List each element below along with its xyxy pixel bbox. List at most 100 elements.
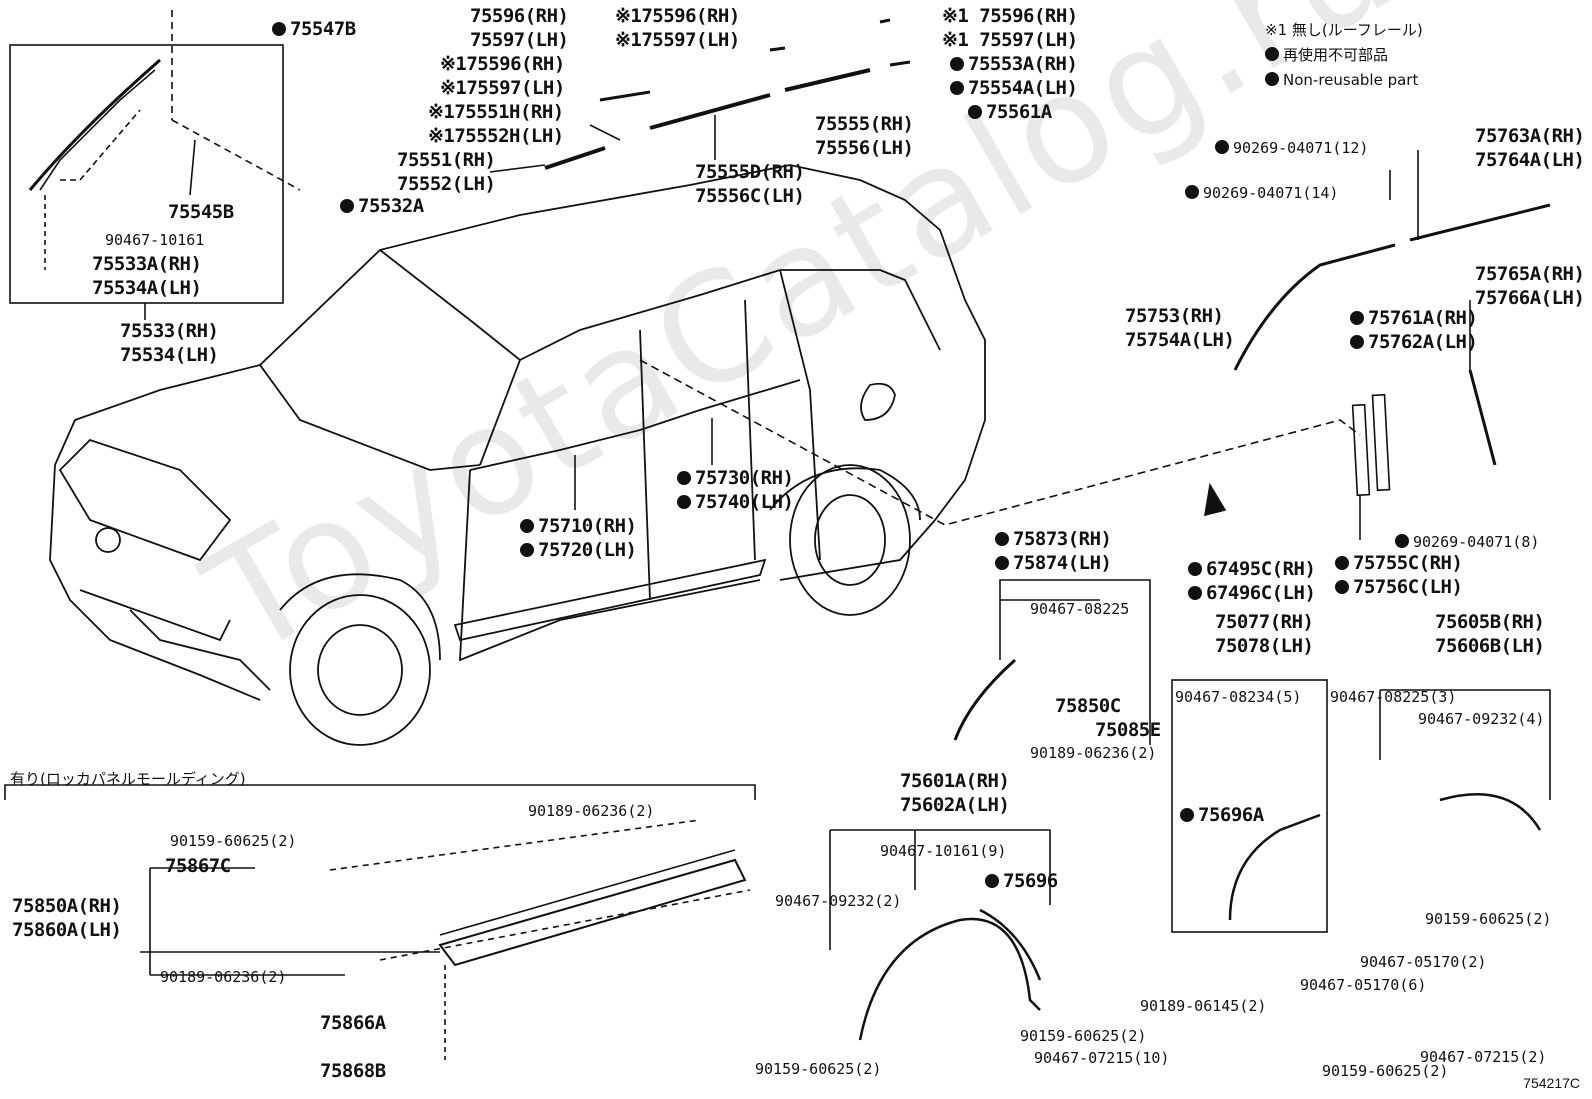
part-label[interactable]: 75710(RH) bbox=[520, 515, 637, 537]
part-label[interactable]: ※175596(RH) bbox=[615, 5, 740, 27]
bullet-icon bbox=[1180, 808, 1194, 822]
part-label[interactable]: 75553A(RH) bbox=[950, 53, 1078, 75]
part-label[interactable]: 75720(LH) bbox=[520, 539, 637, 561]
part-label[interactable]: 75561A bbox=[968, 101, 1052, 123]
part-label[interactable]: 90269-04071(12) bbox=[1215, 139, 1368, 157]
part-label[interactable]: 90189-06236(2) bbox=[528, 802, 655, 820]
part-label[interactable]: 75596(RH) bbox=[470, 5, 569, 27]
part-label[interactable]: 75556(LH) bbox=[815, 137, 914, 159]
part-label[interactable]: 90467-07215(2) bbox=[1420, 1048, 1547, 1066]
part-label[interactable]: 90189-06236(2) bbox=[160, 968, 287, 986]
part-label[interactable]: 75602A(LH) bbox=[900, 794, 1010, 816]
legend: ※1 無し(ルーフレール) 再使用不可部品 Non-reusable part bbox=[1265, 18, 1423, 93]
bullet-icon bbox=[1188, 586, 1202, 600]
bullet-icon bbox=[995, 532, 1009, 546]
part-label[interactable]: 75597(LH) bbox=[470, 29, 569, 51]
bullet-icon bbox=[950, 81, 964, 95]
bullet-icon bbox=[1335, 580, 1349, 594]
part-label[interactable]: 75085E bbox=[1095, 719, 1161, 741]
part-label[interactable]: 67495C(RH) bbox=[1188, 558, 1316, 580]
part-label[interactable]: 75762A(LH) bbox=[1350, 331, 1478, 353]
part-label[interactable]: 90159-60625(2) bbox=[1425, 910, 1552, 928]
part-label[interactable]: 75601A(RH) bbox=[900, 770, 1010, 792]
part-label[interactable]: 90467-10161(9) bbox=[880, 842, 1007, 860]
part-label[interactable]: 75554A(LH) bbox=[950, 77, 1078, 99]
part-label[interactable]: 75077(RH) bbox=[1215, 611, 1314, 633]
part-label[interactable]: 75866A bbox=[320, 1012, 386, 1034]
bullet-icon bbox=[1350, 335, 1364, 349]
bullet-icon bbox=[272, 22, 286, 36]
part-label[interactable]: 75868B bbox=[320, 1060, 386, 1082]
part-label[interactable]: 75860A(LH) bbox=[12, 919, 122, 941]
part-label[interactable]: 75533A(RH) bbox=[92, 253, 202, 275]
bullet-icon bbox=[968, 105, 982, 119]
part-label[interactable]: 75551(RH) bbox=[397, 149, 496, 171]
part-label[interactable]: 90467-05170(2) bbox=[1360, 953, 1487, 971]
part-label[interactable]: 90467-09232(4) bbox=[1418, 710, 1545, 728]
part-label[interactable]: 90269-04071(8) bbox=[1395, 533, 1539, 551]
part-label[interactable]: 67496C(LH) bbox=[1188, 582, 1316, 604]
part-label[interactable]: ※175597(LH) bbox=[440, 77, 565, 99]
part-label[interactable]: ※175552H(LH) bbox=[428, 125, 564, 147]
part-label[interactable]: 90467-10161 bbox=[105, 231, 205, 249]
part-label[interactable]: 90189-06145(2) bbox=[1140, 997, 1267, 1015]
bullet-icon bbox=[1185, 185, 1199, 199]
part-label[interactable]: 90467-08234(5) bbox=[1175, 688, 1302, 706]
part-label[interactable]: 75552(LH) bbox=[397, 173, 496, 195]
bullet-icon bbox=[520, 543, 534, 557]
part-label[interactable]: ※1 75596(RH) bbox=[942, 5, 1078, 27]
part-label[interactable]: 75765A(RH) bbox=[1475, 263, 1585, 285]
rocker-section-title: 有り(ロッカパネルモールディング) bbox=[10, 770, 246, 788]
bullet-icon bbox=[1265, 72, 1279, 86]
part-label[interactable]: 75753(RH) bbox=[1125, 305, 1224, 327]
part-label[interactable]: 90159-60625(2) bbox=[170, 832, 297, 850]
part-label[interactable]: ※175596(RH) bbox=[440, 53, 565, 75]
part-label[interactable]: 75545B bbox=[168, 201, 234, 223]
part-label[interactable]: 75761A(RH) bbox=[1350, 307, 1478, 329]
part-label[interactable]: 90467-09232(2) bbox=[775, 892, 902, 910]
bullet-icon bbox=[950, 57, 964, 71]
part-label[interactable]: 90159-60625(2) bbox=[1322, 1062, 1449, 1080]
part-label[interactable]: 75754A(LH) bbox=[1125, 329, 1235, 351]
part-label[interactable]: 75873(RH) bbox=[995, 528, 1112, 550]
part-label[interactable]: 75606B(LH) bbox=[1435, 635, 1545, 657]
part-label[interactable]: 90467-05170(6) bbox=[1300, 976, 1427, 994]
part-label[interactable]: 75740(LH) bbox=[677, 491, 794, 513]
part-label[interactable]: 75730(RH) bbox=[677, 467, 794, 489]
part-label[interactable]: 75534(LH) bbox=[120, 344, 219, 366]
part-label[interactable]: ※1 75597(LH) bbox=[942, 29, 1078, 51]
part-label[interactable]: 90467-08225(3) bbox=[1330, 688, 1457, 706]
part-label[interactable]: 75534A(LH) bbox=[92, 277, 202, 299]
part-label[interactable]: 75764A(LH) bbox=[1475, 149, 1585, 171]
part-label[interactable]: 75874(LH) bbox=[995, 552, 1112, 574]
part-label[interactable]: 75078(LH) bbox=[1215, 635, 1314, 657]
part-label[interactable]: 75763A(RH) bbox=[1475, 125, 1585, 147]
part-label[interactable]: 90467-07215(10) bbox=[1034, 1049, 1170, 1067]
part-label[interactable]: 75766A(LH) bbox=[1475, 287, 1585, 309]
part-label[interactable]: 75555(RH) bbox=[815, 113, 914, 135]
part-label[interactable]: 75556C(LH) bbox=[695, 185, 805, 207]
part-label[interactable]: 75547B bbox=[272, 18, 356, 40]
part-label[interactable]: 75696A bbox=[1180, 804, 1264, 826]
part-label[interactable]: 75850A(RH) bbox=[12, 895, 122, 917]
part-label[interactable]: 90159-60625(2) bbox=[1020, 1027, 1147, 1045]
bullet-icon bbox=[1335, 556, 1349, 570]
part-label[interactable]: 75696 bbox=[985, 870, 1058, 892]
part-label[interactable]: 90269-04071(14) bbox=[1185, 184, 1338, 202]
part-label[interactable]: 75850C bbox=[1055, 695, 1121, 717]
part-label[interactable]: 75867C bbox=[165, 855, 231, 877]
part-label[interactable]: 75555D(RH) bbox=[695, 161, 805, 183]
part-label[interactable]: 75605B(RH) bbox=[1435, 611, 1545, 633]
part-label[interactable]: ※175597(LH) bbox=[615, 29, 740, 51]
part-label[interactable]: 90189-06236(2) bbox=[1030, 744, 1157, 762]
part-label[interactable]: 75533(RH) bbox=[120, 320, 219, 342]
part-label[interactable]: 90467-08225 bbox=[1030, 600, 1130, 618]
part-label[interactable]: 90159-60625(2) bbox=[755, 1060, 882, 1078]
bullet-icon bbox=[995, 556, 1009, 570]
part-label[interactable]: 75532A bbox=[340, 195, 424, 217]
part-label[interactable]: 75756C(LH) bbox=[1335, 576, 1463, 598]
legend-note: ※1 無し(ルーフレール) bbox=[1265, 21, 1423, 39]
part-label[interactable]: 75755C(RH) bbox=[1335, 552, 1463, 574]
part-label[interactable]: ※175551H(RH) bbox=[428, 101, 564, 123]
